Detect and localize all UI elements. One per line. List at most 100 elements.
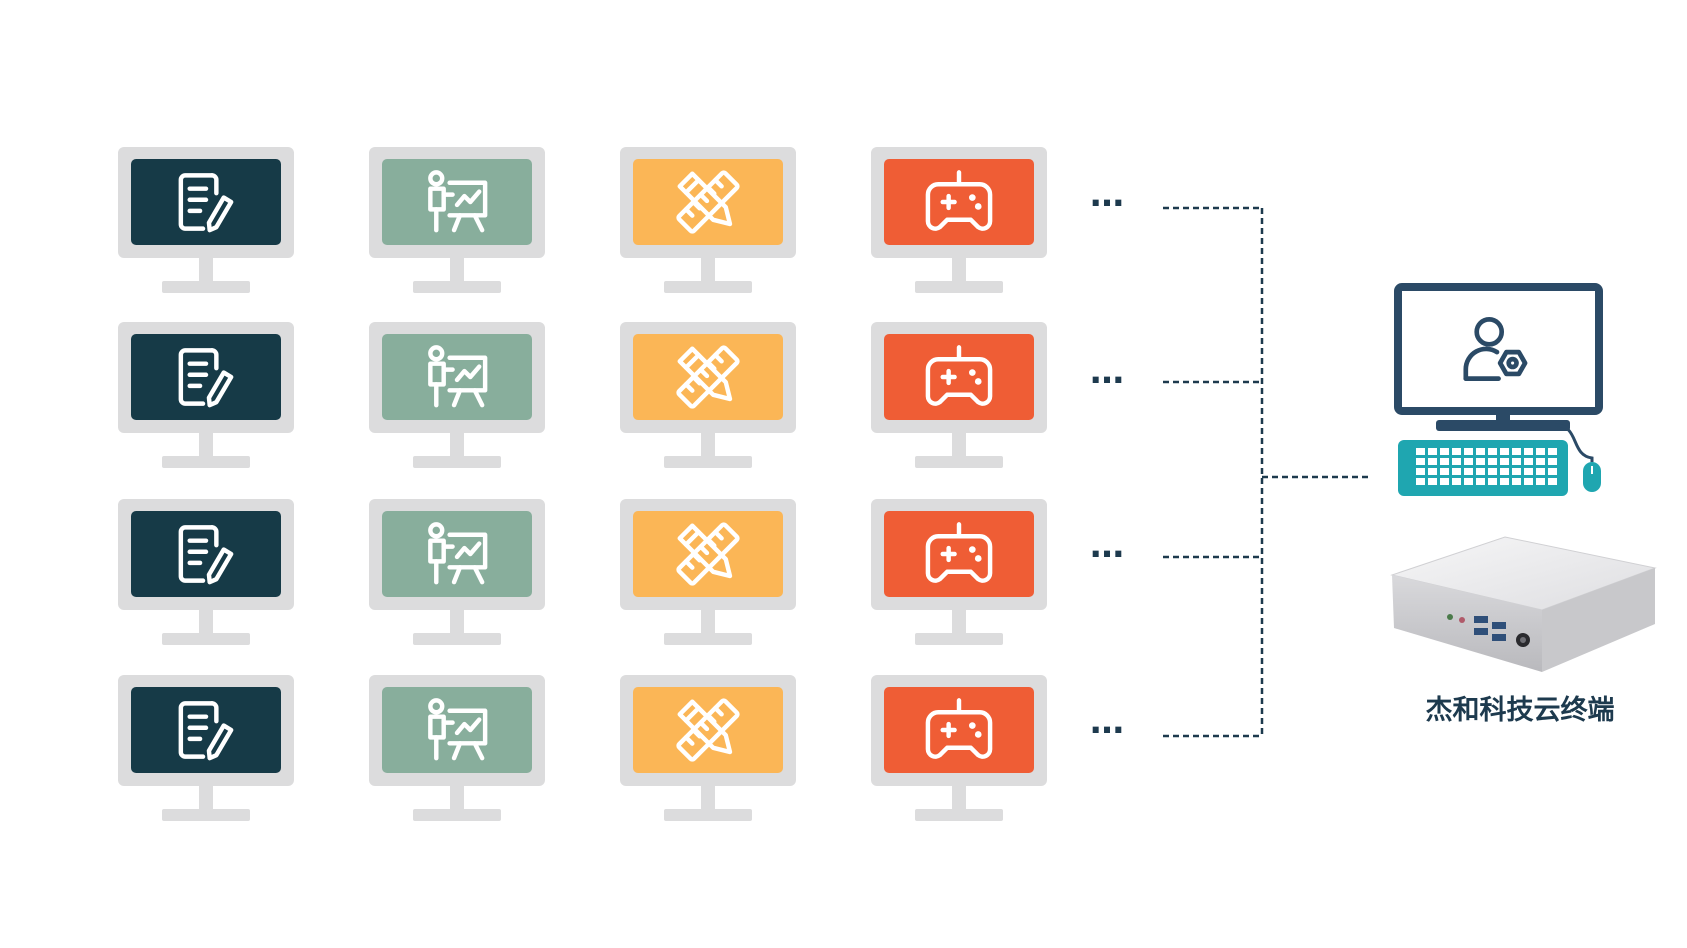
client-monitor [118,147,294,293]
client-monitor [871,499,1047,645]
keyboard-key [1500,458,1509,465]
client-monitor [620,499,796,645]
client-monitor [620,147,796,293]
audio-port [1459,617,1465,623]
client-monitor [871,322,1047,468]
usb-port [1474,616,1488,623]
client-monitor [118,499,294,645]
monitor-screen [884,687,1034,773]
monitor-neck [952,433,966,458]
keyboard-key [1476,458,1485,465]
usb-port [1492,634,1506,641]
gamepad-icon [925,170,993,231]
client-monitor [620,675,796,821]
gamepad-icon [925,522,993,583]
keyboard-key [1452,448,1461,455]
client-monitor [118,322,294,468]
more-clients-ellipsis: … [1090,702,1124,742]
more-clients-ellipsis: … [1090,175,1124,215]
keyboard-key [1452,478,1461,485]
monitor-neck [701,258,715,283]
monitor-neck [199,258,213,283]
ruler-pencil-icon [676,345,740,409]
keyboard-key [1500,468,1509,475]
keyboard-key [1524,478,1533,485]
host-monitor-frame [1394,283,1603,415]
keyboard-key [1428,448,1437,455]
audio-port [1447,614,1453,620]
monitor-base [162,633,250,645]
monitor-base [413,809,501,821]
monitor-neck [952,610,966,635]
monitor-neck [450,433,464,458]
connection-lines: … … … … [1090,175,1370,742]
mouse [1583,462,1601,492]
monitor-neck [701,610,715,635]
monitor-neck [450,258,464,283]
keyboard-key [1536,448,1545,455]
monitor-base [915,809,1003,821]
monitor-screen [884,511,1034,597]
terminal-front [1392,575,1542,672]
client-monitor [871,147,1047,293]
keyboard-key [1512,468,1521,475]
keyboard-key [1428,478,1437,485]
monitor-neck [199,786,213,811]
client-monitor [871,675,1047,821]
keyboard-key [1476,478,1485,485]
cloud-terminal-box [1390,536,1657,672]
presentation-icon [428,522,488,585]
monitor-base [162,809,250,821]
monitor-neck [952,258,966,283]
document-edit-icon [178,525,234,585]
keyboard-key [1416,468,1425,475]
keyboard-key [1416,448,1425,455]
terminal-side [1542,568,1655,672]
host-monitor-neck [1496,410,1510,422]
keyboard-key [1524,458,1533,465]
terminal-caption: 杰和科技云终端 [1425,695,1615,726]
monitor-neck [450,786,464,811]
monitor-base [162,456,250,468]
keyboard-key [1476,468,1485,475]
client-monitor-grid [118,147,1047,821]
monitor-base [915,281,1003,293]
keyboard-key [1536,458,1545,465]
keyboard-key [1488,478,1497,485]
monitor-base [413,456,501,468]
monitor-base [664,809,752,821]
monitor-base [664,633,752,645]
monitor-screen [884,159,1034,245]
ruler-pencil-icon [676,522,740,586]
keyboard-key [1440,448,1449,455]
keyboard-key [1536,468,1545,475]
monitor-base [915,456,1003,468]
document-edit-icon [178,701,234,761]
monitor-neck [450,610,464,635]
more-clients-ellipsis: … [1090,352,1124,392]
keyboard-key [1500,448,1509,455]
keyboard-key [1512,458,1521,465]
monitor-neck [701,433,715,458]
keyboard-key [1548,478,1557,485]
monitor-neck [952,786,966,811]
monitor-neck [701,786,715,811]
keyboard-key [1548,448,1557,455]
keyboard-key [1512,448,1521,455]
monitor-neck [199,433,213,458]
keyboard-key [1512,478,1521,485]
mouse-cable [1554,423,1594,462]
keyboard-key [1524,448,1533,455]
keyboard-key [1464,448,1473,455]
keyboard-key [1524,468,1533,475]
keyboard-key [1488,458,1497,465]
power-button-center [1520,637,1526,643]
client-monitor [369,322,545,468]
keyboard-key [1476,448,1485,455]
monitor-base [413,281,501,293]
keyboard-key [1464,458,1473,465]
more-clients-ellipsis: … [1090,526,1124,566]
keyboard-key [1428,468,1437,475]
usb-port [1492,622,1506,629]
